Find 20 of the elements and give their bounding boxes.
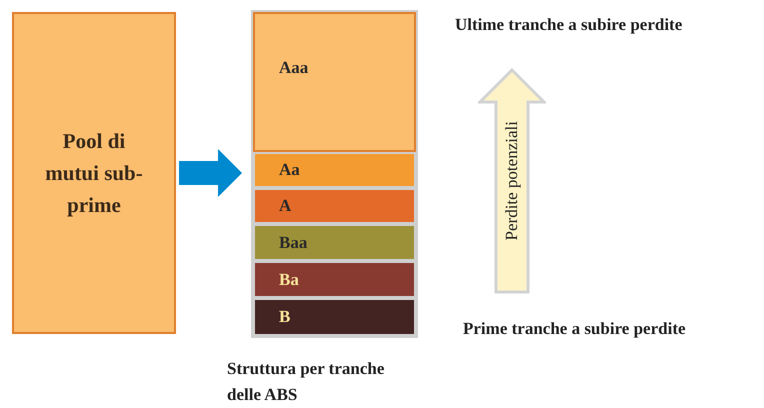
tranche-box bbox=[253, 261, 416, 298]
tranche-box bbox=[253, 12, 416, 152]
tranche-box bbox=[253, 224, 416, 261]
tranche-box bbox=[253, 298, 416, 336]
tranche-label: B bbox=[279, 306, 290, 328]
tranche-label: Aaa bbox=[279, 57, 308, 80]
tranche-label: Aa bbox=[279, 159, 300, 182]
bottom-note: Prime tranche a subire perdite bbox=[463, 318, 686, 340]
top-note: Ultime tranche a subire perdite bbox=[455, 14, 682, 36]
arrow-label: Perdite potenziali bbox=[501, 121, 522, 241]
up-arrow-shape bbox=[478, 68, 546, 294]
tranche-box bbox=[253, 188, 416, 224]
stack-label: Struttura per tranche delle ABS bbox=[227, 358, 386, 406]
tranche-label: Ba bbox=[279, 268, 299, 291]
tranche-box bbox=[253, 152, 416, 188]
block-arrow bbox=[179, 149, 242, 197]
pool-box bbox=[12, 12, 176, 334]
tranche-label: A bbox=[279, 195, 292, 218]
tranche-label: Baa bbox=[279, 232, 308, 254]
pool-label: Pool di mutui sub-prime bbox=[44, 128, 144, 219]
